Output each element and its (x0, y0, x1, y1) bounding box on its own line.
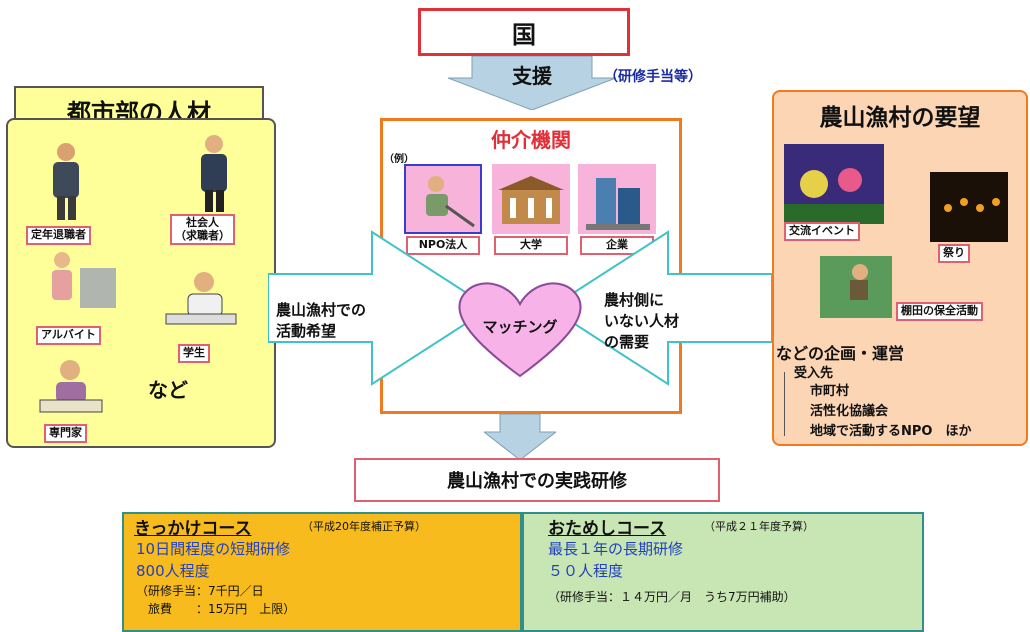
right-host-2: 活性化協議会 (810, 404, 889, 419)
right-plan: などの企画・運営 (776, 344, 905, 363)
course-right-line2: ５０人程度 (548, 562, 624, 580)
university-picture (492, 164, 570, 234)
practice-box: 農山漁村での実践研修 (354, 458, 720, 502)
right-arrow-text: 農村側に いない人材 の需要 (604, 291, 680, 351)
org-label-npo: NPO法人 (406, 236, 480, 255)
festival-picture (930, 172, 1008, 242)
support-arrow (448, 56, 616, 110)
right-host-3: 地域で活動するNPO ほか (810, 424, 972, 439)
course-left-line2: 800人程度 (136, 562, 210, 580)
person-label-expert: 専門家 (44, 424, 87, 443)
right-host-bracket (784, 372, 790, 436)
course-left-line1: 10日間程度の短期研修 (136, 540, 291, 558)
person-label-worker: 社会人 （求職者） (170, 214, 235, 246)
country-box: 国 (418, 8, 630, 56)
left-etc: など (148, 378, 188, 402)
person-label-student: 学生 (178, 344, 210, 363)
country-label: 国 (512, 20, 536, 49)
university-building-icon (498, 176, 564, 224)
org-label-university: 大学 (494, 236, 568, 255)
right-title: 農山漁村の要望 (819, 105, 981, 131)
right-host-title: 受入先 (794, 366, 834, 381)
course-right-budget: （平成２１年度予算） (704, 520, 814, 533)
course-left-title: きっかけコース (134, 519, 252, 539)
terrace-picture (820, 256, 892, 318)
support-note: （研修手当等） (604, 69, 702, 85)
event-picture (784, 144, 884, 224)
npo-worker-icon (426, 176, 475, 228)
left-arrow-text: 農山漁村での 活動希望 (276, 301, 367, 340)
support-label: 支援 (512, 64, 552, 88)
course-right-title: おためしコース (548, 519, 667, 539)
npo-picture (404, 164, 482, 234)
course-left-budget: （平成20年度補正予算） (302, 520, 426, 533)
course-right-line1: 最長１年の長期研修 (548, 540, 684, 558)
retiree-figure (53, 143, 79, 220)
request-label-event: 交流イベント (784, 222, 860, 241)
practice-arrow (484, 414, 556, 460)
student-figure (165, 272, 237, 325)
worker-figure (201, 135, 227, 212)
course-left (122, 512, 522, 632)
course-right-line3: （研修手当：１４万円／月 うち7万円補助） (548, 590, 796, 604)
parttimer-figure (52, 252, 116, 308)
expert-figure (39, 360, 103, 413)
company-building-icon (586, 178, 650, 230)
right-host-1: 市町村 (810, 384, 850, 399)
center-title: 仲介機関 (491, 128, 571, 152)
person-label-parttimer: アルバイト (36, 326, 101, 345)
course-left-line4: 旅費 ：15万円 上限） (136, 602, 296, 616)
practice-label: 農山漁村での実践研修 (447, 471, 627, 492)
request-label-terrace: 棚田の保全活動 (896, 302, 983, 321)
center-example: （例） (384, 154, 414, 165)
company-picture (578, 164, 656, 234)
request-label-festival: 祭り (938, 244, 970, 263)
matching-label: マッチング (482, 318, 558, 336)
matching-arrows (268, 230, 772, 386)
course-right (522, 512, 924, 632)
person-label-retiree: 定年退職者 (26, 226, 91, 245)
course-left-line3: （研修手当：7千円／日 (136, 584, 264, 598)
